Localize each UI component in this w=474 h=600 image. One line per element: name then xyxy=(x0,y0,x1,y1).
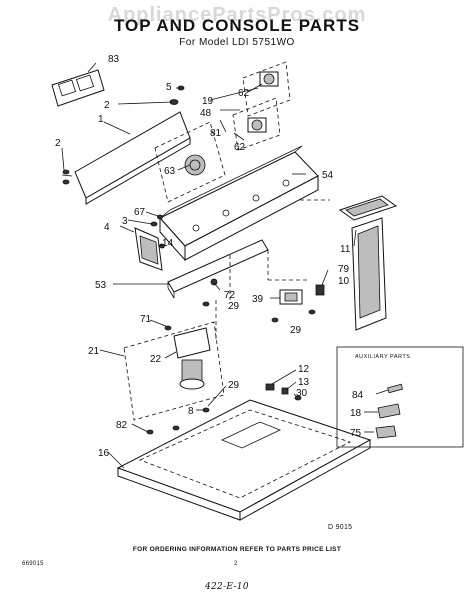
part-29-screw-a xyxy=(202,301,210,307)
callout-16: 16 xyxy=(98,448,110,459)
callout-3: 3 xyxy=(122,216,128,227)
callout-19: 19 xyxy=(202,96,214,107)
callout-4: 4 xyxy=(104,222,110,233)
callout-67: 67 xyxy=(134,207,146,218)
callout-2-left: 2 xyxy=(55,138,61,149)
diagram-code: D 9015 xyxy=(328,524,353,531)
part-84-screw xyxy=(375,383,404,395)
part-79-switch xyxy=(315,284,325,296)
part-10-lint-screen xyxy=(351,217,387,331)
callout-2-top: 2 xyxy=(104,100,110,111)
part-16-top-plate xyxy=(116,399,372,521)
part-39-switch xyxy=(279,289,303,305)
callout-81: 81 xyxy=(210,128,222,139)
page-title: TOP AND CONSOLE PARTS xyxy=(113,16,361,35)
watermark: AppliancePartsPros.com xyxy=(107,4,367,26)
part-19-bracket xyxy=(242,61,291,117)
callout-71: 71 xyxy=(140,314,152,325)
callout-1: 1 xyxy=(98,114,104,125)
callout-10: 10 xyxy=(338,276,350,287)
callout-13: 13 xyxy=(298,377,310,388)
callout-72: 72 xyxy=(224,290,236,301)
callout-8: 8 xyxy=(188,406,194,417)
aux-parts-title: AUXILIARY PARTS xyxy=(355,354,410,360)
callout-84: 84 xyxy=(352,390,364,401)
callout-83: 83 xyxy=(108,54,120,65)
part-62-knobs xyxy=(247,71,279,133)
part-29-screw-b xyxy=(271,317,279,323)
callout-12: 12 xyxy=(298,364,310,375)
callout-30: 30 xyxy=(296,388,308,399)
part-1-console-panel xyxy=(74,99,191,205)
callout-22: 22 xyxy=(150,354,162,365)
part-75-connector xyxy=(364,425,397,439)
part-81-bracket xyxy=(232,97,281,151)
callout-53: 53 xyxy=(95,280,107,291)
callout-11: 11 xyxy=(340,244,351,255)
part-21-timer-assembly xyxy=(123,321,225,421)
part-83-frame xyxy=(51,69,105,107)
callout-62-top: 62 xyxy=(238,88,250,99)
part-67-screw xyxy=(157,214,163,220)
callout-29-upper: 29 xyxy=(228,301,240,312)
part-71-screw xyxy=(164,325,172,331)
callout-18: 18 xyxy=(350,408,362,419)
callout-21: 21 xyxy=(88,346,100,357)
handwritten-note: 422-E-10 xyxy=(205,582,249,592)
part-72-clip xyxy=(210,278,218,286)
callout-79: 79 xyxy=(338,264,350,275)
auxiliary-parts-box: AUXILIARY PARTS xyxy=(336,346,464,448)
model-subtitle: For Model LDI 5751WO xyxy=(179,37,295,48)
part-4-end-cap xyxy=(134,227,163,271)
callout-75: 75 xyxy=(350,428,362,439)
part-82-bumper xyxy=(146,429,154,435)
callouts: 83 5 19 62 48 81 62 2 1 2 63 54 67 3 4 1… xyxy=(55,54,364,459)
part-54-console-back xyxy=(159,145,319,262)
callout-54: 54 xyxy=(322,170,334,181)
ordering-note: FOR ORDERING INFORMATION REFER TO PARTS … xyxy=(132,546,342,553)
part-2-screws xyxy=(61,169,73,185)
callout-62-mid: 62 xyxy=(234,142,246,153)
callout-29-right: 29 xyxy=(290,325,302,336)
callout-29-lower: 29 xyxy=(228,380,240,391)
guide-lines xyxy=(215,199,330,340)
part-29-screw-c xyxy=(308,309,316,315)
part-18-clamp xyxy=(364,403,401,419)
part-11-lint-cover xyxy=(338,195,398,221)
callout-5: 5 xyxy=(166,82,172,93)
callout-82: 82 xyxy=(116,420,128,431)
leader-lines xyxy=(61,62,357,469)
footer-code: 669015 xyxy=(22,561,44,567)
page-number: 2 xyxy=(234,561,238,567)
callout-48: 48 xyxy=(200,108,212,119)
callout-39: 39 xyxy=(252,294,264,305)
callout-63: 63 xyxy=(164,166,176,177)
callout-14: 14 xyxy=(162,238,174,249)
